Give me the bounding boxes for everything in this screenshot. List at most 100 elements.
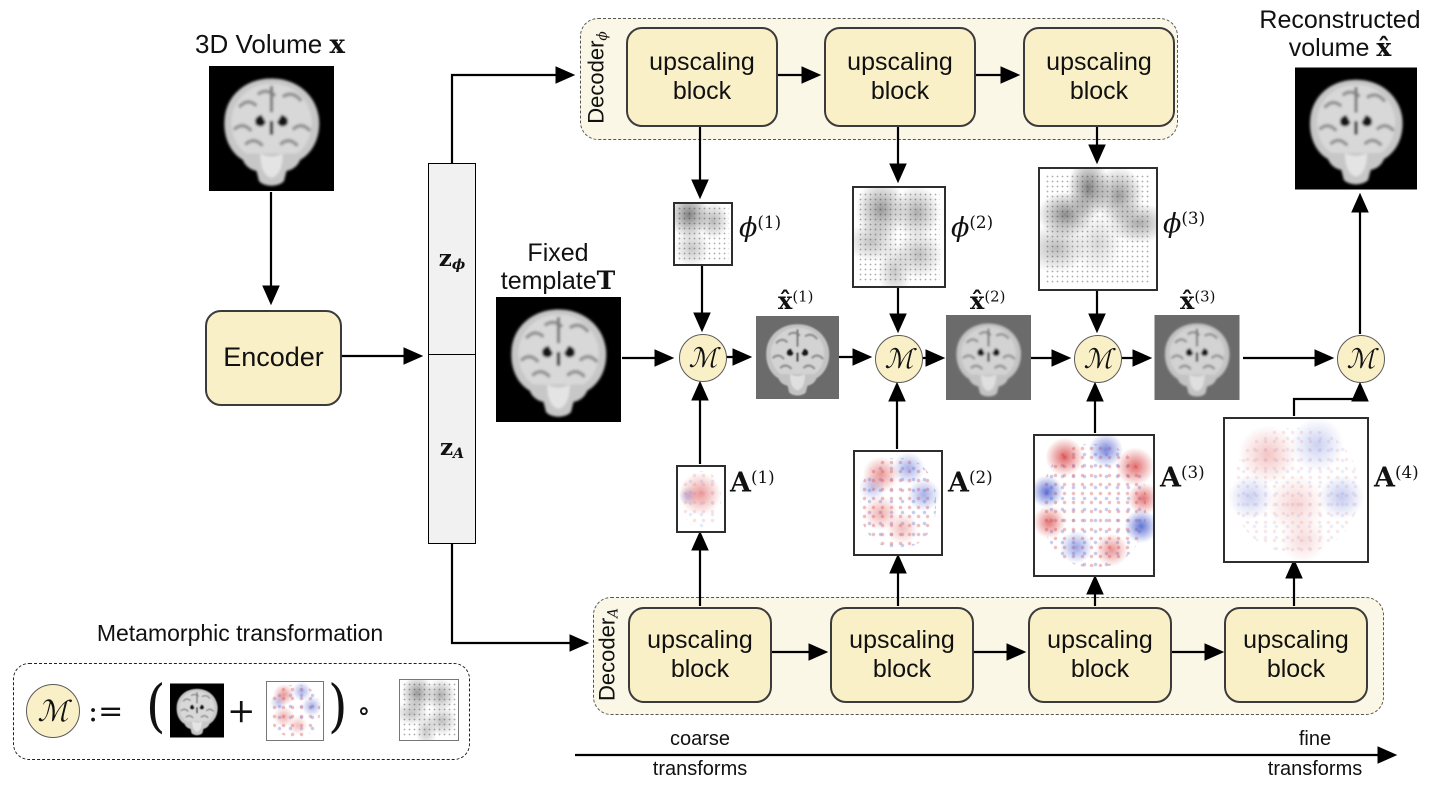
phi-sup: (2) xyxy=(969,212,994,232)
axis-coarse-transforms-text: transforms xyxy=(652,758,748,780)
encoder-label: Encoder xyxy=(223,342,324,373)
z-phi-sub: ϕ xyxy=(451,256,466,273)
phi-map-3-label: ϕ(3) xyxy=(1163,208,1205,239)
decoder-phi-upscaling-block-1: upscaling block xyxy=(626,27,778,127)
decoder-phi-label-sub: ϕ xyxy=(594,31,611,41)
decoder-phi-upscaling-block-2: upscaling block xyxy=(824,27,976,127)
a-map-3 xyxy=(1033,434,1155,577)
a-map-4 xyxy=(1223,417,1369,563)
phi-symbol: ϕ xyxy=(1163,208,1182,240)
legend-deformation-thumb xyxy=(399,679,459,741)
legend-compose: ∘ xyxy=(357,694,371,727)
a-symbol: A xyxy=(730,467,751,499)
xhat-2-image xyxy=(946,315,1031,400)
xhat-symbol: x̂ xyxy=(970,286,985,315)
m-symbol: ℳ xyxy=(884,343,914,375)
compose-text: ∘ xyxy=(357,694,371,727)
metamorphic-op-4: ℳ xyxy=(1337,335,1385,383)
decoder-a-label: DecoderA xyxy=(595,595,622,715)
phi-sup: (1) xyxy=(757,212,782,232)
a-map-2 xyxy=(853,450,943,556)
legend-lparen: ( xyxy=(146,673,166,740)
m-symbol: ℳ xyxy=(1346,343,1376,375)
axis-fine-word: fine xyxy=(1255,728,1375,751)
phi-symbol: ϕ xyxy=(739,212,758,244)
a-sup: (1) xyxy=(750,467,775,487)
encoder-block: Encoder xyxy=(205,310,342,406)
xhat-sup: (1) xyxy=(792,287,814,306)
axis-fine-text: fine xyxy=(1298,728,1332,750)
phi-map-2 xyxy=(852,186,946,288)
fixed-template-symbol: T xyxy=(596,266,616,295)
m-symbol: ℳ xyxy=(1083,343,1113,375)
latent-z-a: zA xyxy=(429,354,475,544)
a-map-1 xyxy=(676,465,726,533)
assign-text: := xyxy=(88,694,124,729)
input-volume-text: 3D Volume xyxy=(195,29,323,59)
legend-template-thumb xyxy=(170,683,224,738)
reconstructed-image xyxy=(1295,67,1417,190)
legend-appearance-thumb xyxy=(266,681,324,741)
metamorphic-op-1: ℳ xyxy=(679,334,727,382)
a-symbol: A xyxy=(1374,462,1395,494)
axis-coarse-word: coarse xyxy=(640,728,760,751)
xhat-sup: (3) xyxy=(1194,287,1216,306)
fixed-template-label: Fixed templateT xyxy=(470,239,646,295)
upscaling-block-label: upscaling block xyxy=(647,625,753,684)
m-symbol: ℳ xyxy=(688,342,718,374)
legend-assign: := xyxy=(88,694,123,729)
decoder-a-label-sub: A xyxy=(605,608,622,618)
xhat-1-label: x̂(1) xyxy=(778,286,813,315)
z-phi-symbol: z xyxy=(438,244,452,272)
a-map-2-label: A(2) xyxy=(948,467,993,498)
phi-map-3 xyxy=(1038,167,1158,291)
legend-title-text: Metamorphic transformation xyxy=(96,620,384,646)
xhat-1-image xyxy=(756,316,839,399)
a-map-3-label: A(3) xyxy=(1160,462,1205,493)
phi-symbol: ϕ xyxy=(951,212,970,244)
legend-title: Metamorphic transformation xyxy=(10,620,470,647)
lparen-text: ( xyxy=(146,672,166,740)
z-a-symbol: z xyxy=(439,434,453,462)
phi-map-1-label: ϕ(1) xyxy=(739,212,781,243)
decoder-phi-upscaling-block-3: upscaling block xyxy=(1023,27,1175,127)
fixed-template-line2: template xyxy=(500,267,597,295)
latent-divider xyxy=(429,353,475,355)
reconstructed-line1: Reconstructed xyxy=(1259,6,1421,34)
input-volume-symbol: x xyxy=(329,30,345,60)
a-symbol: A xyxy=(1160,462,1181,494)
decoder-phi-label-text: Decoder xyxy=(583,40,609,124)
fixed-template-line1: Fixed xyxy=(527,239,589,267)
input-volume-image xyxy=(209,66,334,191)
axis-fine-transforms-word: transforms xyxy=(1255,758,1375,781)
decoder-a-upscaling-block-2: upscaling block xyxy=(830,607,974,703)
rparen-text: ) xyxy=(328,672,348,740)
fixed-template-image xyxy=(496,297,621,422)
decoder-phi-label: Decoderϕ xyxy=(584,18,611,138)
phi-map-1 xyxy=(673,202,733,266)
reconstructed-symbol: x̂ xyxy=(1376,33,1392,62)
input-volume-label: 3D Volume x xyxy=(170,29,370,60)
latent-z-phi: zϕ xyxy=(429,164,475,354)
xhat-sup: (2) xyxy=(984,287,1006,306)
latent-vector: zϕ zA xyxy=(428,163,476,544)
reconstructed-label: Reconstructed volume x̂ xyxy=(1245,6,1435,62)
xhat-3-image xyxy=(1154,315,1240,400)
decoder-a-upscaling-block-4: upscaling block xyxy=(1224,607,1368,703)
xhat-symbol: x̂ xyxy=(1180,286,1195,315)
a-sup: (2) xyxy=(968,467,993,487)
phi-map-2-label: ϕ(2) xyxy=(951,212,993,243)
legend-rparen: ) xyxy=(328,673,348,740)
metamorphic-op-2: ℳ xyxy=(875,335,923,383)
upscaling-block-label: upscaling block xyxy=(849,625,955,684)
upscaling-block-label: upscaling block xyxy=(1047,625,1153,684)
decoder-a-label-text: Decoder xyxy=(594,617,620,701)
a-map-1-label: A(1) xyxy=(730,467,775,498)
metamorphic-op-3: ℳ xyxy=(1074,335,1122,383)
axis-coarse-text: coarse xyxy=(669,728,731,750)
a-sup: (4) xyxy=(1394,462,1419,482)
phi-sup: (3) xyxy=(1181,208,1206,228)
upscaling-block-label: upscaling block xyxy=(1046,47,1152,106)
a-map-4-label: A(4) xyxy=(1374,462,1419,493)
